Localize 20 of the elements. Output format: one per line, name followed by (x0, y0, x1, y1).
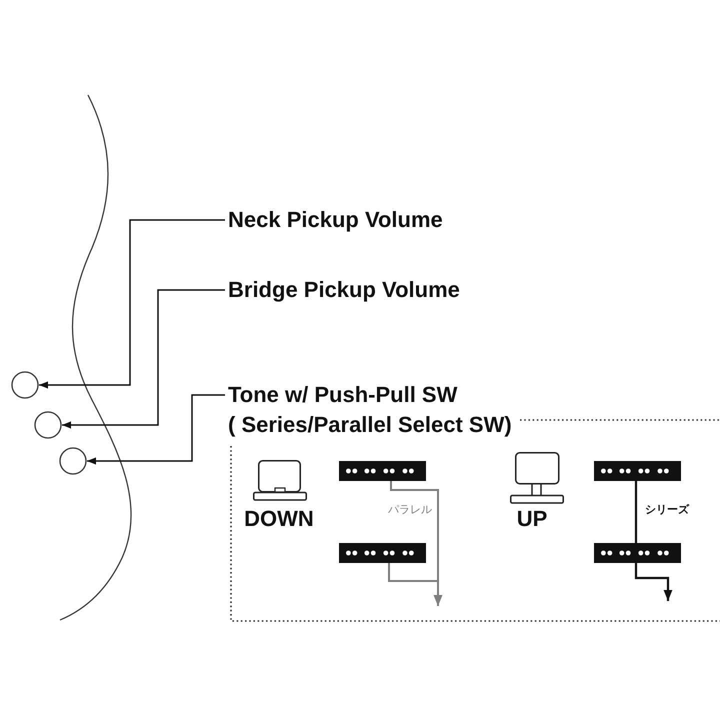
panel-heading: Tone w/ Push-Pull SW ( Series/Parallel Select SW) (228, 381, 512, 439)
wire-arrow (634, 563, 672, 601)
edge-label: シリーズ (645, 503, 689, 517)
pickup-bar (594, 461, 681, 481)
knob-circle (59, 447, 87, 475)
knob-circle (11, 371, 39, 399)
switch-state-label: UP (516, 506, 548, 532)
leader-arrow (87, 394, 225, 465)
pickup-bar (339, 543, 426, 563)
wire-arrow (388, 563, 442, 606)
control-label: Bridge Pickup Volume (228, 277, 460, 303)
leader-arrow (62, 289, 225, 429)
leader-arrow (39, 219, 225, 389)
edge-label: パラレル (388, 503, 432, 517)
wire-line (634, 481, 638, 543)
control-label: Neck Pickup Volume (228, 207, 443, 233)
pickup-bar (594, 543, 681, 563)
knob-circle (34, 411, 62, 439)
switch-state-label: DOWN (244, 506, 314, 532)
pickup-bar (339, 461, 426, 481)
